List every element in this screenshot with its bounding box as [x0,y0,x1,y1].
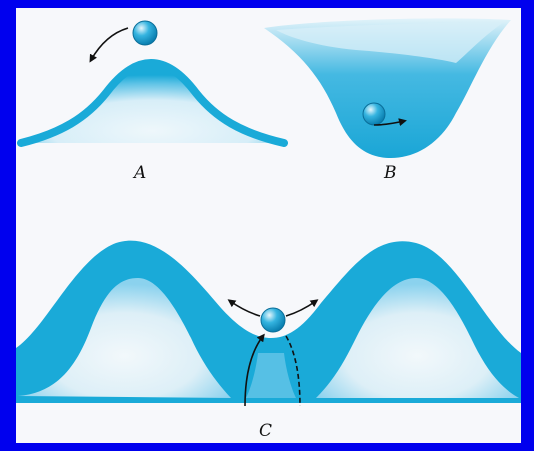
arrow-icon-a [89,27,129,63]
arrow-down-right-icon-c [285,335,301,407]
ball-icon-a [132,20,158,46]
hill-a [17,58,288,147]
label-a: A [134,163,147,183]
ball-icon-c [260,307,286,333]
arrow-down-left-icon-c [244,333,265,407]
ball-icon-b [362,102,386,126]
arrow-icon-b [373,118,407,127]
valley-b [264,18,511,158]
equilibrium-diagram [16,18,521,443]
figure-canvas: A B C [16,8,521,443]
label-c: C [259,421,273,441]
label-b: B [384,163,397,183]
arrow-left-icon-c [227,299,261,317]
saddle-c [16,240,521,443]
arrow-right-icon-c [285,299,319,317]
